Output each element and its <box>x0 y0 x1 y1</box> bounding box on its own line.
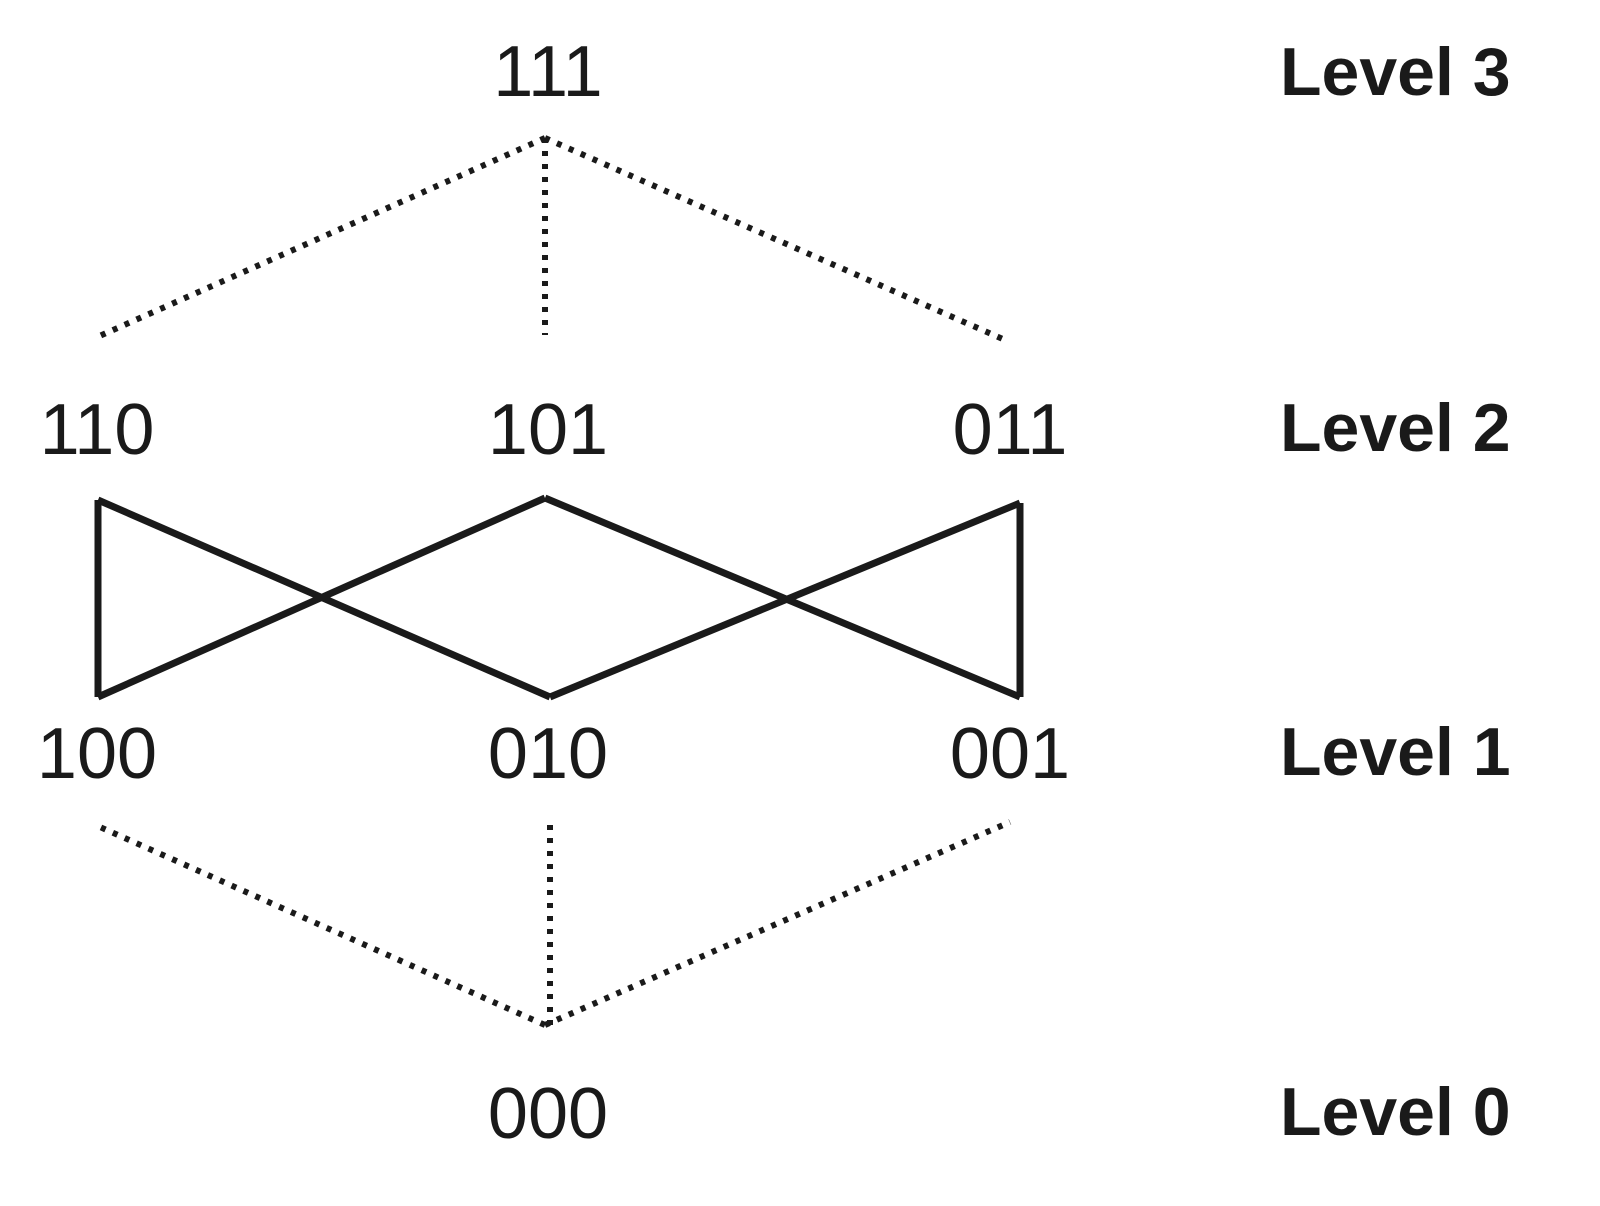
dotted-edge-111-011 <box>543 135 1007 343</box>
level-2-label: Level 2 <box>1280 390 1511 466</box>
node-010: 010 <box>487 714 609 794</box>
node-001: 001 <box>949 714 1071 794</box>
node-100: 100 <box>36 714 158 794</box>
edge-011-010 <box>548 499 1022 701</box>
node-110: 110 <box>39 390 155 470</box>
level-3-label: Level 3 <box>1280 34 1511 110</box>
node-011: 011 <box>952 390 1068 470</box>
level-0-label: Level 0 <box>1280 1074 1511 1150</box>
node-111: 111 <box>493 32 603 112</box>
dotted-edge-000-001 <box>543 819 1012 1028</box>
node-000: 000 <box>487 1074 609 1154</box>
dotted-edge-111-110 <box>93 135 547 341</box>
node-101: 101 <box>487 390 609 470</box>
dotted-edge-000-100 <box>98 824 547 1028</box>
edge-101-100 <box>96 494 547 701</box>
level-1-label: Level 1 <box>1280 714 1511 790</box>
